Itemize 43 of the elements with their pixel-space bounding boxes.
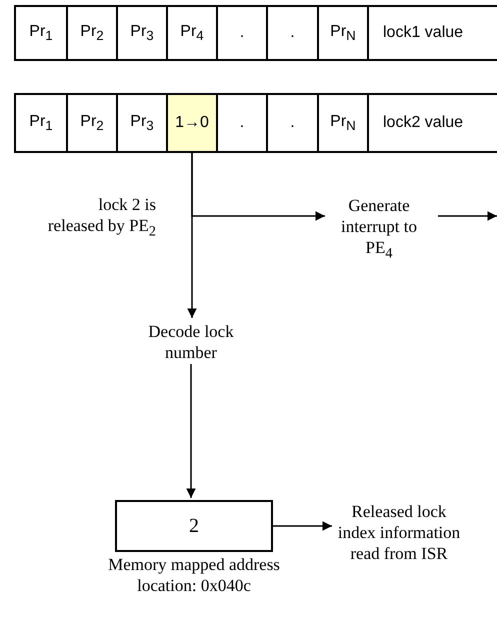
cell-text: Pr$_{1}$ [29,112,53,134]
cell-text: . [290,114,295,132]
register-cell [116,5,168,61]
cell-text: Pr$_{4}$ [180,22,204,44]
step-text: Released lock index information read from ISR [336,500,462,564]
register-cell [216,5,268,61]
cell-text: . [240,24,244,42]
cell-text: Pr$_{3}$ [130,112,154,134]
cell-text: 1→0 [175,114,209,132]
register-box [115,500,273,552]
cell-text: . [290,24,295,42]
register-cell [66,93,118,153]
step-text: Decode lock number [147,321,235,363]
arrow [186,364,196,498]
cell-text: lock1 value [383,24,464,42]
register-cell [166,5,218,61]
register-cell [14,93,68,153]
register-value: 2 [189,516,199,536]
register-cell [317,93,369,153]
annotation-text: lock 2 is released by PE$_{2}$ [46,194,156,242]
cell-text: Pr$_{3}$ [130,22,154,44]
register-cell [166,93,218,153]
register-cell [66,5,118,61]
register-cell [266,93,319,153]
caption-text: Memory mapped address location: 0x040c [107,554,281,596]
cell-text: Pr$_{N}$ [330,112,356,134]
cell-text: Pr$_{1}$ [29,22,53,44]
register-cell [317,5,369,61]
register-cell [367,93,497,153]
register-cell [266,5,319,61]
cell-text: lock2 value [383,114,464,132]
cell-text: Pr$_{N}$ [330,22,356,44]
register-cell [216,93,268,153]
register-cell [367,5,497,61]
arrow [438,211,497,221]
cell-text: Pr$_{2}$ [80,22,104,44]
register-cell [14,5,68,61]
arrow [187,153,197,318]
cell-text: Pr$_{2}$ [80,112,104,134]
arrow [273,521,332,531]
register-cell [116,93,168,153]
step-text: Generate interrupt to PE$_{4}$ [340,195,418,264]
cell-text: . [240,114,244,132]
